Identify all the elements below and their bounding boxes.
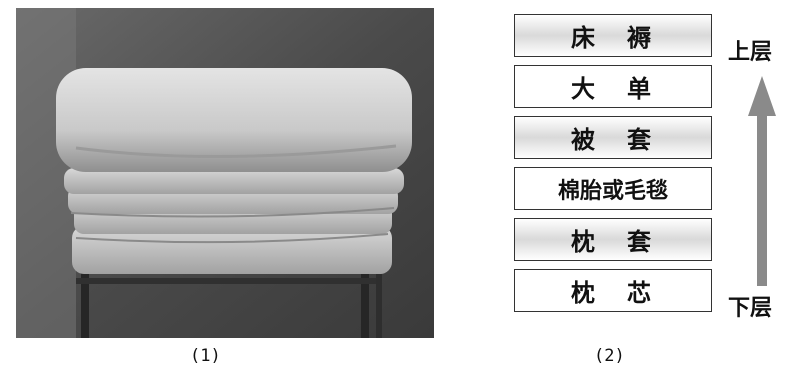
layer-stack: 床 褥 大 单 被 套 棉胎或毛毯 枕 套 枕 芯 [514, 14, 712, 320]
diagram-caption: (2) [594, 346, 625, 366]
label-top-layer: 上层 [728, 40, 773, 65]
bedding-photo-illustration [16, 8, 434, 338]
layer-bed-sheet: 大 单 [514, 65, 712, 108]
layer-pillowcase: 枕 套 [514, 218, 712, 261]
bedding-photo [16, 8, 434, 338]
layer-pillow-core: 枕 芯 [514, 269, 712, 312]
photo-caption: (1) [190, 346, 221, 366]
up-arrow-icon [748, 76, 776, 290]
layer-mattress-pad: 床 褥 [514, 14, 712, 57]
layer-quilt-cover: 被 套 [514, 116, 712, 159]
layer-quilt-or-blanket: 棉胎或毛毯 [514, 167, 712, 210]
label-bottom-layer: 下层 [728, 296, 773, 321]
